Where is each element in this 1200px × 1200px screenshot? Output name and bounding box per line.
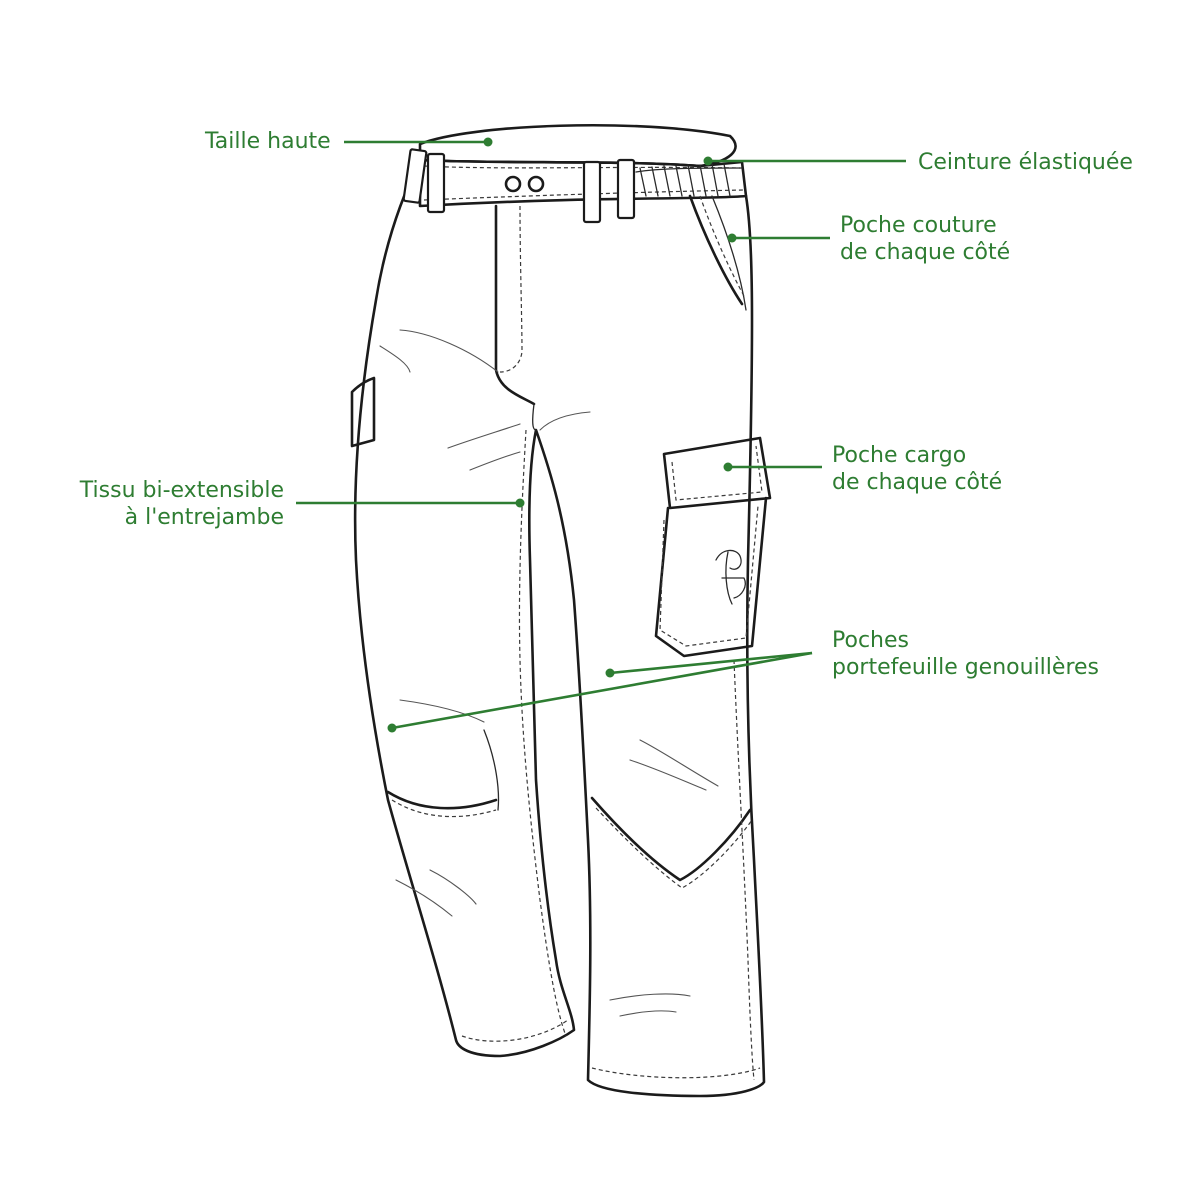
leader-poche-cargo-dot [723,462,733,472]
leader-genou-a-dot [605,668,615,678]
leader-genou-b-dot [387,723,397,733]
callout-line: Tissu bi-extensible [79,478,284,503]
callout-line: Poche couture [840,213,997,238]
pants-outline [353,158,766,1098]
leader-taille-haute-dot [483,137,493,147]
knee-panel-left [386,790,498,810]
leader-ceinture-dot [703,156,713,166]
brand-logo-icon [715,549,746,605]
callout-line: portefeuille genouillères [832,655,1099,680]
belt-loop-4 [616,158,636,220]
cargo-pocket [654,436,772,658]
callout-line: Poche cargo [832,443,967,468]
side-seam-pocket [688,194,744,306]
callout-line: de chaque côté [832,470,1003,495]
callout-line: Ceinture élastiquée [918,150,1133,175]
callout-taille-haute: Taille haute [205,128,331,155]
callout-ceinture: Ceinture élastiquée [918,149,1133,176]
leader-genou-b [391,651,813,730]
callout-poche-couture: Poche couture de chaque côté [840,212,1010,266]
callout-poche-cargo: Poche cargo de chaque côté [832,442,1002,496]
callout-tissu: Tissu bi-extensible à l'entrejambe [80,477,284,531]
belt-loop-3 [582,160,602,224]
callout-line: Poches [832,628,909,653]
button-right [527,175,545,193]
leader-genou-a [609,651,813,675]
elastic-waistband [635,163,743,197]
callout-line: Taille haute [205,129,331,154]
callout-line: de chaque côté [840,240,1011,265]
belt-loop-2 [426,152,446,214]
belt-loop-1 [402,148,428,204]
knee-panel-right [590,796,752,882]
callout-poches-genou: Poches portefeuille genouillères [832,627,1099,681]
button-left [504,175,522,193]
leader-tissu-dot [515,498,525,508]
leader-poche-couture-dot [727,233,737,243]
callout-line: à l'entrejambe [124,505,284,530]
